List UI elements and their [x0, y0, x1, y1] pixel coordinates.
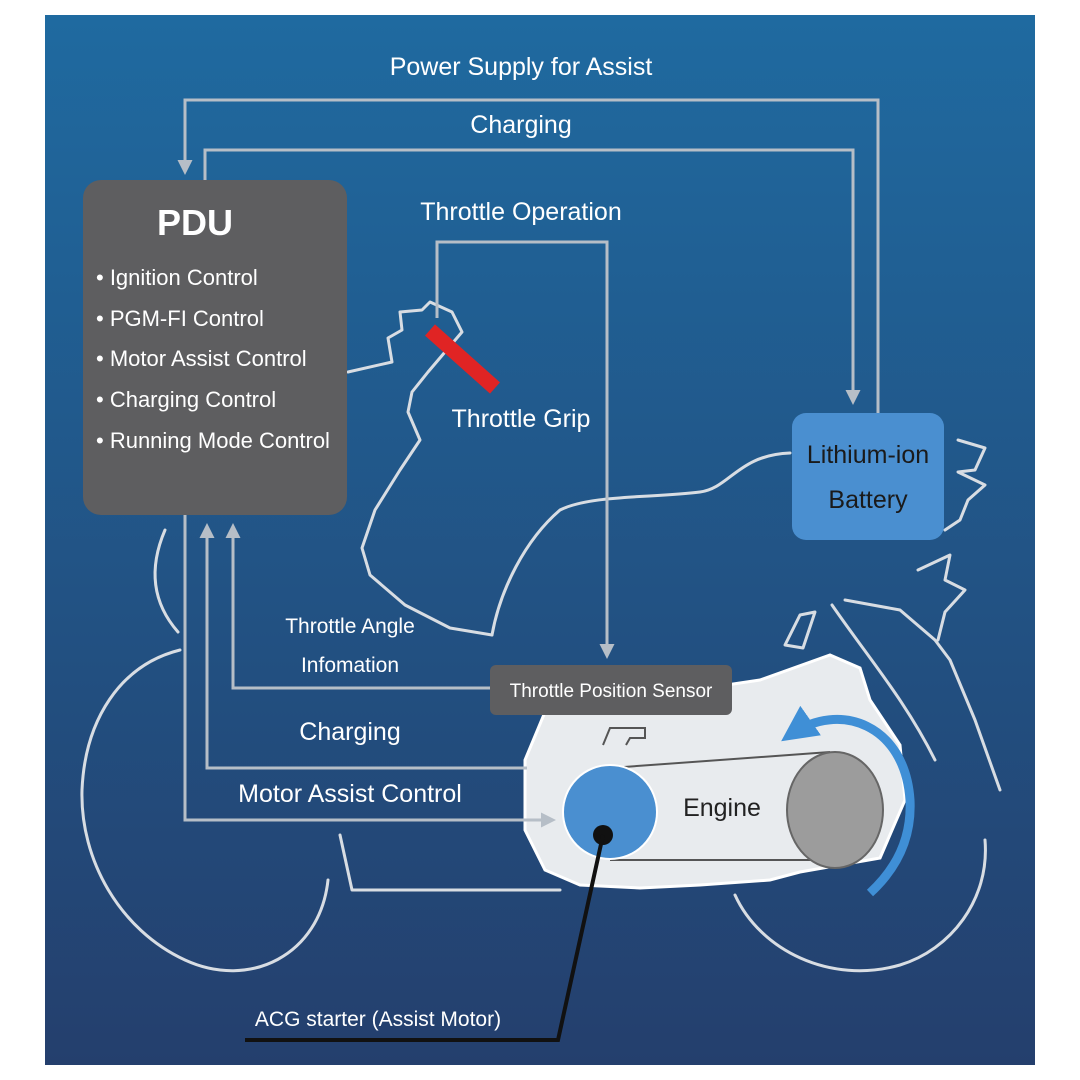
- acg-starter-label: ACG starter (Assist Motor): [255, 1008, 501, 1031]
- rotation-arrow-icon: [781, 705, 915, 897]
- throttle-grip-label: Throttle Grip: [452, 405, 591, 433]
- throttle-grip-icon: [425, 324, 500, 394]
- power-supply-arrow: [177, 98, 880, 413]
- pdu-item: • Running Mode Control: [96, 428, 330, 453]
- front-fender-outline: [80, 648, 330, 973]
- pdu-title: PDU: [157, 202, 233, 243]
- charging-top-arrow: [203, 148, 861, 405]
- rear-fender-outline: [843, 598, 1002, 792]
- charging-top-label: Charging: [470, 111, 571, 139]
- front-body-outline: [346, 300, 494, 637]
- pdu-item: • Charging Control: [96, 387, 276, 412]
- acg-pointer-line: [245, 834, 605, 1042]
- engine-pulley: [786, 751, 884, 869]
- side-cover-outline: [783, 610, 817, 650]
- motorcycle-outline: [80, 300, 1002, 973]
- throttle-angle-label-line2: Infomation: [301, 654, 399, 677]
- pdu-item: • Motor Assist Control: [96, 346, 307, 371]
- signal-lines: [177, 98, 880, 828]
- engine-label: Engine: [683, 794, 761, 822]
- pdu-item: • PGM-FI Control: [96, 306, 264, 331]
- power-supply-label: Power Supply for Assist: [390, 53, 653, 81]
- seat-outline: [490, 451, 792, 637]
- front-fork-outline: [153, 528, 180, 634]
- rear-wheel-outline: [733, 838, 987, 973]
- motor-assist-arrow: [183, 515, 556, 828]
- throttle-angle-arrow: [225, 523, 490, 690]
- throttle-angle-label-line1: Throttle Angle: [285, 615, 415, 638]
- lower-body-outline: [338, 833, 562, 892]
- battery-label-line1: Lithium-ion: [807, 441, 929, 469]
- throttle-operation-arrow: [435, 240, 615, 659]
- battery-box: Lithium-ion Battery: [792, 413, 944, 540]
- rear-bracket-outline: [916, 553, 967, 642]
- sensor-label: Throttle Position Sensor: [510, 681, 713, 702]
- pdu-item: • Ignition Control: [96, 265, 258, 290]
- engine-belt-top: [609, 751, 831, 769]
- rear-body-outline: [830, 603, 937, 762]
- charging-lower-arrow: [199, 523, 527, 770]
- charging-lower-label: Charging: [299, 718, 400, 746]
- acg-motor: [562, 764, 658, 860]
- engine-fin-mark: [602, 727, 646, 746]
- throttle-operation-label: Throttle Operation: [420, 198, 622, 226]
- pdu-box: PDU • Ignition Control • PGM-FI Control …: [83, 180, 347, 515]
- throttle-position-sensor: Throttle Position Sensor: [490, 665, 732, 715]
- tail-outline: [943, 438, 987, 532]
- battery-label-line2: Battery: [828, 486, 908, 514]
- motor-assist-label: Motor Assist Control: [238, 780, 462, 808]
